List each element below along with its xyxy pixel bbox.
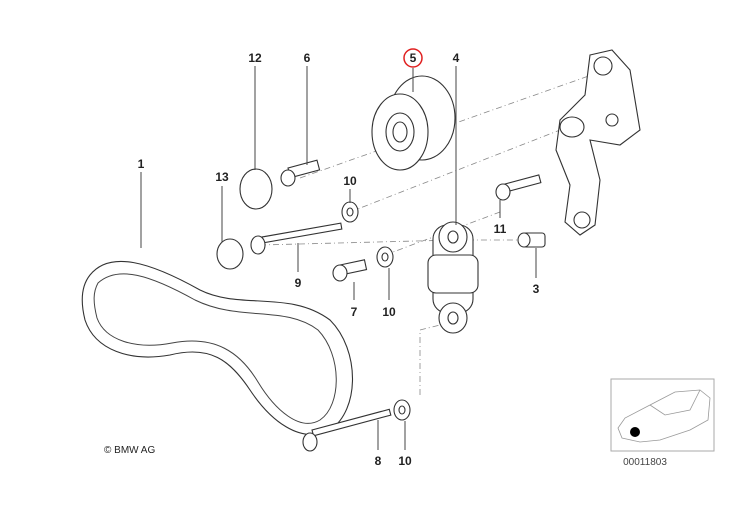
car-locator-thumbnail: [610, 378, 715, 452]
leader-lines: [140, 66, 537, 450]
tensioner-bracket: [555, 49, 641, 236]
label-5[interactable]: 5: [410, 51, 417, 65]
drive-belt: [81, 260, 354, 435]
label-1[interactable]: 1: [138, 157, 145, 171]
label-10-bottom[interactable]: 10: [398, 454, 412, 468]
label-3[interactable]: 3: [533, 282, 540, 296]
small-parts: [216, 159, 546, 452]
highlight-circle: [403, 48, 423, 68]
label-6[interactable]: 6: [304, 51, 311, 65]
location-dot: [630, 427, 640, 437]
diagram-code: 00011803: [623, 457, 667, 468]
idler-pulley: [371, 75, 456, 171]
label-10-middle[interactable]: 10: [382, 305, 396, 319]
label-13[interactable]: 13: [215, 170, 229, 184]
label-4[interactable]: 4: [453, 51, 460, 65]
tensioner-strut: [427, 221, 479, 334]
label-11[interactable]: 11: [494, 222, 507, 236]
label-9[interactable]: 9: [295, 276, 302, 290]
label-10-top[interactable]: 10: [343, 174, 357, 188]
label-7[interactable]: 7: [351, 305, 358, 319]
copyright-text: © BMW AG: [104, 445, 155, 456]
label-12[interactable]: 12: [248, 51, 262, 65]
label-8[interactable]: 8: [375, 454, 382, 468]
